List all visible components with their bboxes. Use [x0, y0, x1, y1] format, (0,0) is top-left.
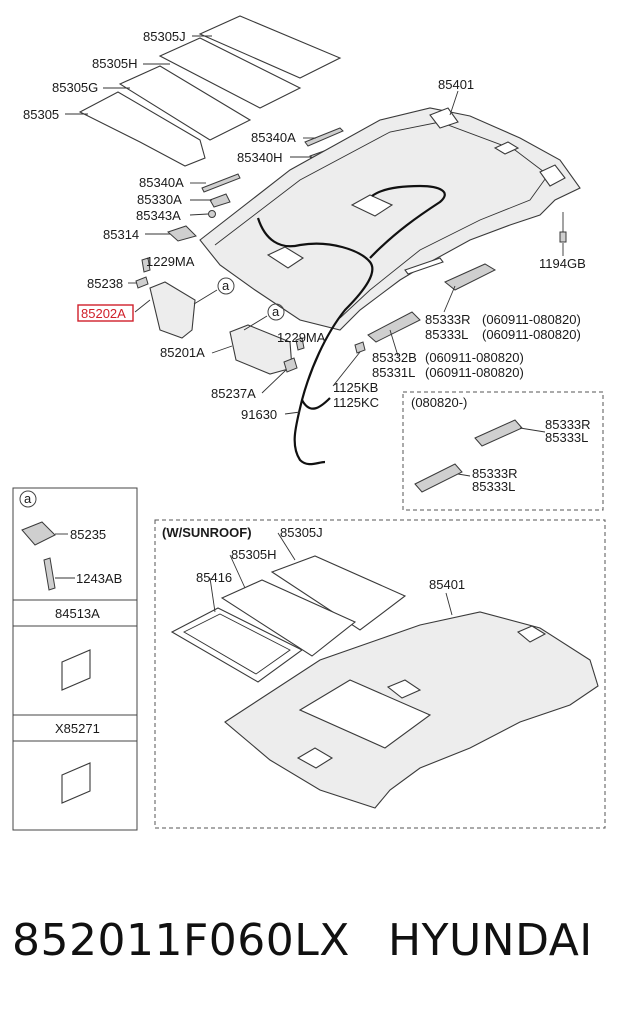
brand-name: HYUNDAI [388, 915, 593, 966]
label-85330a: 85330A [137, 192, 182, 207]
pad-85305h [158, 37, 302, 109]
label-1243ab: 1243AB [76, 571, 122, 586]
pad-x85271 [61, 762, 91, 804]
label-91630: 91630 [241, 407, 277, 422]
label-85314: 85314 [103, 227, 139, 242]
highlight-box-85202a [77, 304, 134, 322]
label-1229ma: 1229MA [146, 254, 195, 269]
leader-lines [55, 35, 564, 616]
label-85333r-c: 85333R [472, 466, 518, 481]
label-85333l-c: 85333L [472, 479, 515, 494]
label-85305h: 85305H [92, 56, 138, 71]
headliner-cutout-b [539, 164, 566, 187]
variant-box-080820 [402, 391, 604, 511]
label-date-1: (060911-080820) [482, 312, 581, 327]
part-number: 852011F060LX [12, 915, 350, 966]
bolt-1125kb [354, 341, 366, 354]
grip-85340a-2 [201, 173, 241, 193]
clip-85330a [209, 193, 231, 208]
clip-85237a [283, 357, 298, 373]
marker-label-a-1: a [222, 278, 230, 293]
sunvisor-85202a [149, 281, 196, 339]
marker-circle-a-2 [267, 303, 285, 321]
label-85340a-2: 85340A [139, 175, 184, 190]
label-box-date: (080820-) [411, 395, 467, 410]
label-85238: 85238 [87, 276, 123, 291]
bracket-85333r-c [414, 463, 463, 493]
clip-85238 [135, 276, 149, 289]
legend-table [12, 487, 138, 831]
label-1125kb: 1125KB [333, 380, 378, 395]
label-85333r-b: 85333R [545, 417, 591, 432]
label-date-2: (060911-080820) [482, 327, 581, 342]
label-85340a: 85340A [251, 130, 296, 145]
label-sunroof-85305j: 85305J [280, 525, 323, 540]
marker-circle-a-1 [217, 277, 235, 295]
label-85332b: 85332B [372, 350, 417, 365]
legend-marker-label-a: a [24, 491, 32, 506]
pad-85305j [198, 15, 342, 79]
headliner-85401 [199, 107, 581, 331]
marker-label-a-2: a [272, 304, 280, 319]
headliner-lamp-rear [493, 141, 520, 155]
label-date-3: (060911-080820) [425, 350, 524, 365]
wire-harness-tail [301, 397, 331, 410]
bracket-85235 [21, 521, 56, 546]
label-85333l: 85333L [425, 327, 468, 342]
label-sunroof-title: (W/SUNROOF) [162, 525, 252, 540]
clip-1229ma [141, 257, 151, 273]
label-85343a: 85343A [136, 208, 181, 223]
sunroof-opening [298, 679, 432, 749]
label-1125kc: 1125KC [333, 395, 379, 410]
label-85201a: 85201A [160, 345, 205, 360]
bracket-85333r [444, 263, 497, 291]
sunroof-lamp-front [296, 747, 334, 769]
label-85305: 85305 [23, 107, 59, 122]
grip-85340a [304, 127, 344, 147]
sunroof-pad-85305h [220, 579, 357, 657]
clip-1229ma-2 [295, 337, 305, 351]
headliner-opening [350, 194, 394, 217]
label-84513a: 84513A [55, 606, 100, 621]
pad-85314 [167, 225, 197, 242]
label-sunroof-85416: 85416 [196, 570, 232, 585]
label-85333l-b: 85333L [545, 430, 588, 445]
sunroof-lamp-rear [516, 625, 547, 643]
parts-diagram: a a a 85305J 85305H 85305G 85305 85340A … [12, 15, 606, 831]
headliner-lamp-front [266, 246, 305, 269]
label-85202a: 85202A [81, 306, 126, 321]
footer: 852011F060LX HYUNDAI [0, 905, 622, 985]
sunroof-frame-inner [183, 613, 291, 675]
clip-85343a [208, 210, 216, 218]
label-85235: 85235 [70, 527, 106, 542]
sunroof-frame-85416 [170, 607, 304, 683]
pad-85305 [78, 91, 206, 167]
label-85340h: 85340H [237, 150, 283, 165]
bracket-85333r-b [474, 419, 523, 447]
label-85237a: 85237A [211, 386, 256, 401]
label-1229ma-2: 1229MA [277, 330, 326, 345]
legend-marker-a [19, 490, 37, 508]
pad-84513a [61, 649, 91, 691]
headliner-slot [404, 257, 444, 275]
label-sunroof-85305h: 85305H [231, 547, 277, 562]
screw-1243ab [43, 557, 56, 591]
label-sunroof-85401: 85401 [429, 577, 465, 592]
label-1194gb: 1194GB [539, 256, 586, 271]
label-85305j: 85305J [143, 29, 186, 44]
wire-harness-91630 [256, 217, 374, 466]
sunroof-variant-box [154, 519, 606, 829]
label-85331l: 85331L [372, 365, 415, 380]
screw-1194gb [559, 231, 567, 243]
bracket-85332b [367, 311, 421, 343]
label-date-4: (060911-080820) [425, 365, 524, 380]
wire-harness-branch [369, 184, 446, 259]
label-85333r: 85333R [425, 312, 471, 327]
sunroof-lamp [386, 679, 422, 699]
label-85401: 85401 [438, 77, 474, 92]
label-x85271: X85271 [55, 721, 100, 736]
label-85305g: 85305G [52, 80, 98, 95]
pad-85305g [118, 65, 252, 141]
